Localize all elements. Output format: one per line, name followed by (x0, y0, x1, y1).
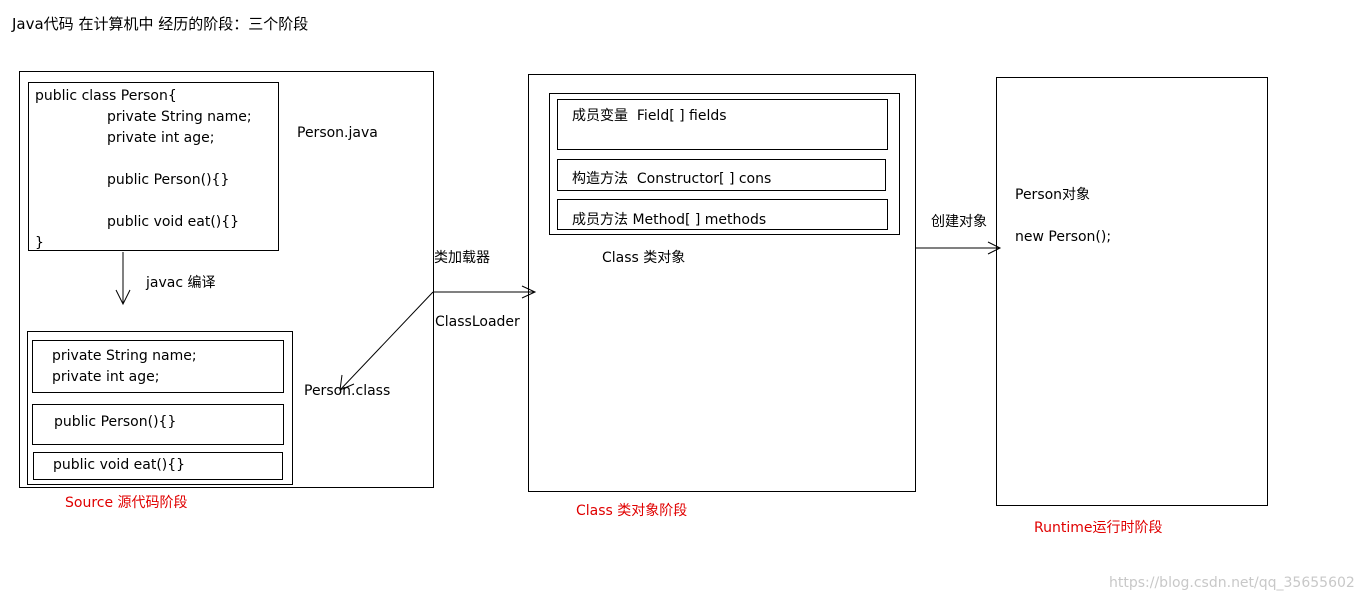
class-method-text: public void eat(){} (53, 457, 186, 473)
class-constructor-box: public Person(){} (32, 404, 284, 445)
code-line-name-field: private String name; (107, 109, 252, 125)
methods-box: 成员方法 Method[ ] methods (557, 199, 888, 230)
person-object-label: Person对象 (1015, 187, 1091, 203)
class-object-label: Class 类对象 (602, 250, 686, 266)
code-line-class: public class Person{ (35, 88, 177, 104)
class-method-box: public void eat(){} (33, 452, 283, 480)
watermark-text: https://blog.csdn.net/qq_35655602 (1109, 575, 1355, 591)
methods-text: 成员方法 Method[ ] methods (572, 212, 767, 228)
constructors-box: 构造方法 Constructor[ ] cons (557, 159, 886, 191)
person-class-box (27, 331, 293, 485)
code-line-method: public void eat(){} (107, 214, 240, 230)
source-stage-box (19, 71, 434, 488)
class-fields-box: private String name; private int age; (32, 340, 284, 393)
diagram-title: Java代码 在计算机中 经历的阶段：三个阶段 (12, 15, 309, 33)
source-stage-label: Source 源代码阶段 (65, 495, 188, 511)
code-line-age-field: private int age; (107, 130, 215, 146)
fields-text: 成员变量 Field[ ] fields (572, 108, 727, 124)
class-object-outer-box (549, 93, 900, 235)
constructors-text: 构造方法 Constructor[ ] cons (572, 171, 772, 187)
create-object-label: 创建对象 (931, 214, 987, 230)
class-field-name: private String name; (52, 348, 197, 364)
code-line-constructor: public Person(){} (107, 172, 230, 188)
person-class-filename: Person.class (304, 383, 391, 399)
class-stage-label: Class 类对象阶段 (576, 503, 688, 519)
classloader-label-cn: 类加载器 (434, 250, 490, 266)
class-field-age: private int age; (52, 369, 160, 385)
fields-box: 成员变量 Field[ ] fields (557, 99, 888, 150)
runtime-stage-box: Person对象 new Person(); (996, 77, 1268, 506)
code-line-close-brace: } (35, 235, 44, 251)
person-java-filename: Person.java (297, 125, 378, 141)
runtime-stage-label: Runtime运行时阶段 (1034, 520, 1163, 536)
javac-compile-label: javac 编译 (146, 275, 216, 291)
class-stage-box (528, 74, 916, 492)
person-java-code-box: public class Person{ private String name… (28, 82, 279, 251)
new-person-expression: new Person(); (1015, 229, 1112, 245)
classloader-label-en: ClassLoader (435, 314, 520, 330)
class-constructor-text: public Person(){} (54, 414, 177, 430)
